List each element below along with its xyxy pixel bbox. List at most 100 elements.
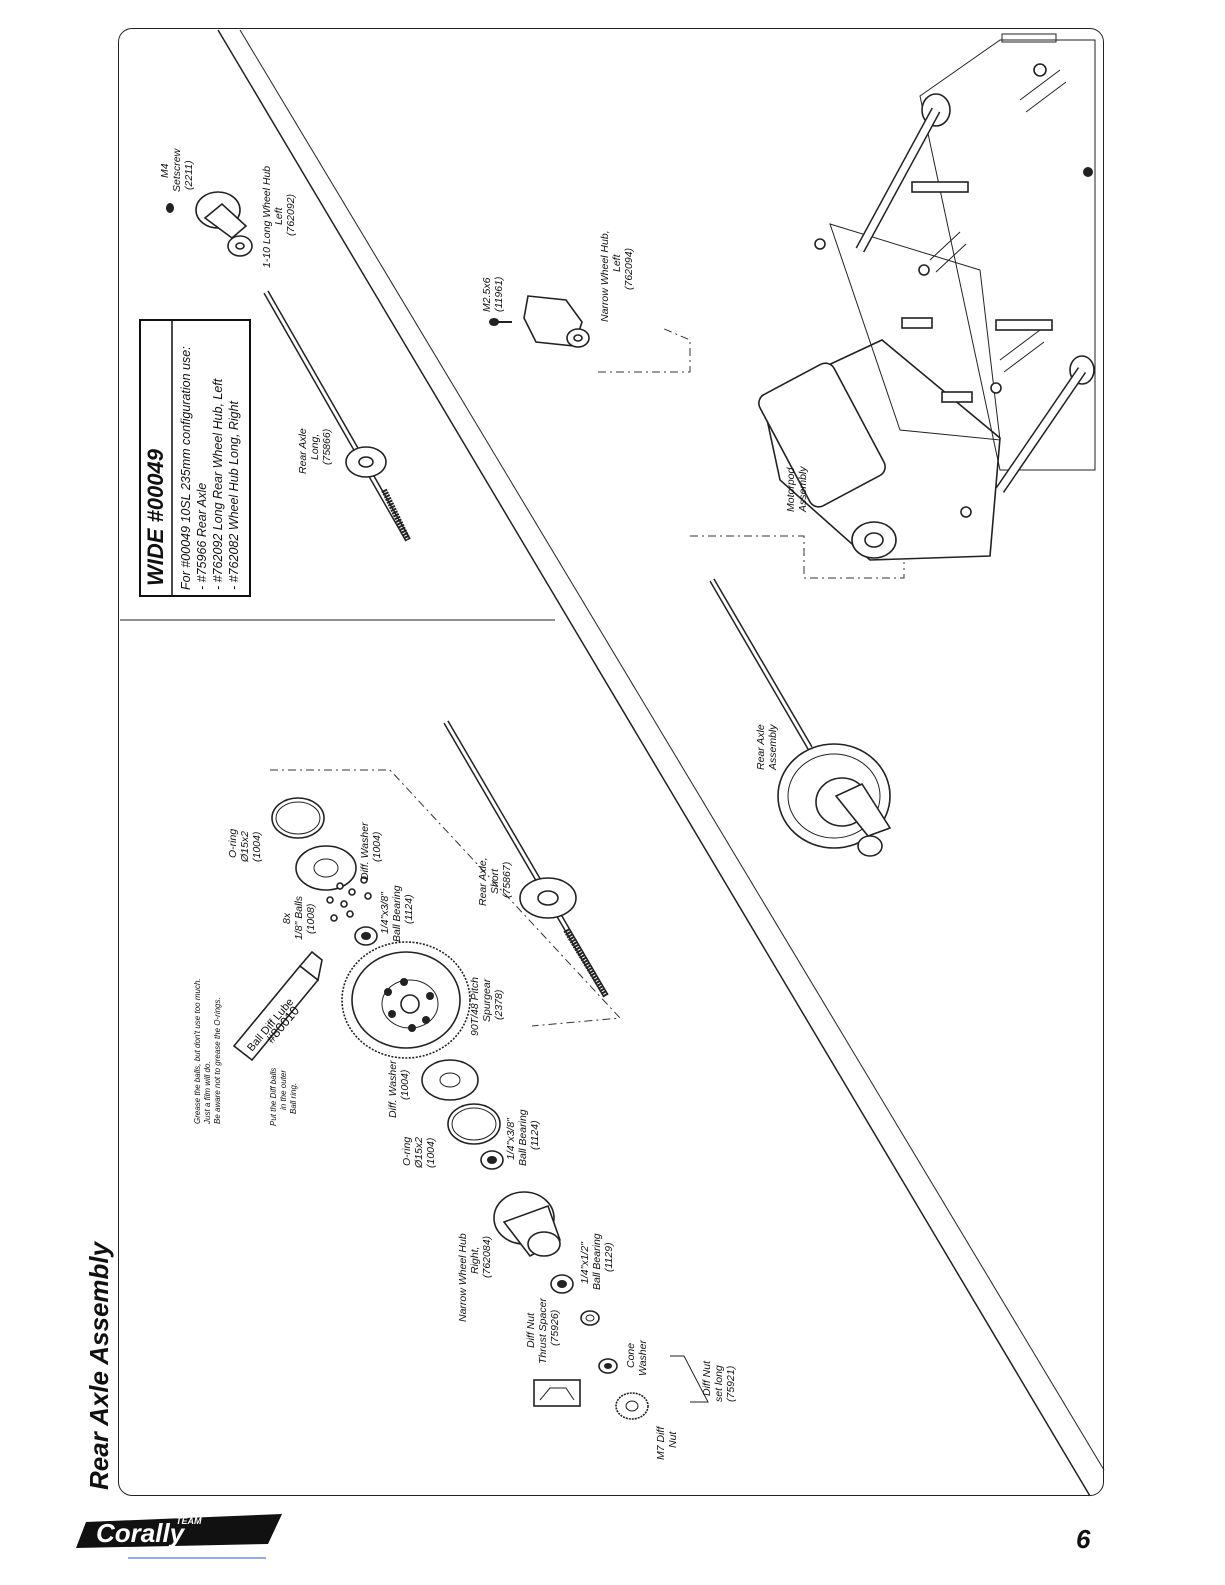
page-title: Rear Axle Assembly bbox=[84, 1240, 114, 1490]
wide-line-3: - #762092 Long Rear Wheel Hub, Left bbox=[211, 378, 225, 590]
label-washer-bottom-1: Diff. Washer bbox=[387, 1060, 399, 1118]
note-grease-3: Be aware not to grease the O-rings. bbox=[213, 997, 222, 1124]
rear-axle-short bbox=[443, 720, 609, 998]
label-balls-2: 1/8" Balls bbox=[293, 895, 305, 940]
label-m4-setscrew-1: M4 bbox=[159, 163, 171, 178]
label-spurgear-2: Spurgear bbox=[481, 978, 493, 1022]
label-oring-top-2: Ø15x2 bbox=[239, 831, 251, 863]
label-axle-long-3: (75866) bbox=[321, 429, 333, 465]
label-spurgear-1: 90T/48 Pitch bbox=[469, 977, 481, 1036]
wide-info-box: WIDE #00049 For #00049 10SL 235mm config… bbox=[139, 319, 251, 597]
label-bearing-bottom-2: Ball Bearing bbox=[591, 1233, 603, 1290]
wide-line-1: For #00049 10SL 235mm configuration use: bbox=[179, 346, 193, 590]
label-m25x6-2: (11961) bbox=[493, 277, 505, 312]
label-bearing-top-1: 1/4"x3/8" bbox=[379, 891, 391, 934]
label-diff-nut-set-3: (75921) bbox=[725, 1366, 737, 1402]
leader-narrow-hub bbox=[598, 327, 691, 373]
label-axle-long-2: Long, bbox=[309, 434, 321, 460]
label-oring-top-1: O-ring bbox=[227, 829, 239, 858]
leader-diff-nut-set bbox=[670, 1355, 709, 1403]
label-m4-setscrew-3: (2211) bbox=[183, 160, 195, 190]
label-washer-bottom-2: (1004) bbox=[399, 1070, 411, 1100]
label-bearing-bottom-1: 1/4"x1/2" bbox=[579, 1241, 591, 1284]
diff-washer-bottom bbox=[421, 1059, 479, 1101]
oring-bottom bbox=[447, 1103, 501, 1145]
label-narrow-hub-left-2: Left bbox=[611, 253, 623, 272]
label-hub-right-1: Narrow Wheel Hub bbox=[457, 1233, 469, 1322]
label-thrust-spacer-2: Thrust Spacer bbox=[537, 1298, 549, 1364]
note-grease-2: Just a film will do. bbox=[203, 1061, 212, 1125]
label-washer-top-2: (1004) bbox=[371, 832, 383, 862]
spurgear-90t bbox=[341, 941, 471, 1059]
label-bearing-mid-3: (1124) bbox=[529, 1120, 541, 1150]
label-axle-assembly-2: Assembly bbox=[767, 724, 779, 771]
wide-line-2: - #75966 Rear Axle bbox=[195, 483, 209, 590]
logo-text: Corally bbox=[96, 1518, 186, 1548]
label-cone-washer-1: Cone bbox=[625, 1343, 637, 1368]
label-balls-1: 8x bbox=[281, 912, 293, 924]
label-motorpod-1: Motorpod bbox=[785, 466, 797, 512]
m25x6-screw bbox=[489, 318, 512, 326]
cone-washer-section-symbol bbox=[533, 1379, 581, 1407]
diagonal-divider-inner bbox=[239, 29, 1105, 1471]
note-put-balls-3: Ball ring. bbox=[289, 1083, 298, 1114]
label-spurgear-3: (2378) bbox=[493, 990, 505, 1020]
label-m7-nut-1: M7 Diff bbox=[655, 1426, 667, 1460]
label-narrow-hub-left-3: (762094) bbox=[623, 248, 635, 290]
label-thrust-spacer-3: (75926) bbox=[549, 1310, 561, 1346]
narrow-wheel-hub-right bbox=[493, 1191, 561, 1258]
leader-diff-bracket bbox=[270, 769, 622, 1027]
label-washer-top-1: Diff. Washer bbox=[359, 822, 371, 880]
label-axle-short-2: Short bbox=[489, 868, 501, 894]
page-frame bbox=[118, 28, 1104, 1496]
diff-washer-top bbox=[295, 845, 357, 891]
ball-diff-lube-tube: Ball Diff Lube #80010 bbox=[232, 950, 323, 1062]
label-oring-bottom-3: (1004) bbox=[425, 1138, 437, 1168]
label-m7-nut-2: Nut bbox=[667, 1431, 679, 1448]
label-oring-bottom-1: O-ring bbox=[401, 1137, 413, 1166]
thrust-spacer bbox=[580, 1310, 600, 1326]
label-balls-3: (1008) bbox=[305, 904, 317, 934]
setscrew-m4 bbox=[166, 203, 174, 213]
m7-diff-nut bbox=[615, 1392, 649, 1420]
note-put-balls-2: in the outer bbox=[279, 1070, 288, 1110]
label-narrow-hub-left-1: Narrow Wheel Hub, bbox=[599, 230, 611, 322]
label-m4-setscrew-2: Setscrew bbox=[171, 147, 183, 192]
narrow-wheel-hub-left bbox=[523, 295, 590, 348]
corally-logo: Corally TEAM bbox=[76, 1514, 282, 1548]
oring-top bbox=[271, 797, 325, 839]
label-bearing-mid-1: 1/4"x3/8" bbox=[505, 1117, 517, 1160]
label-diff-nut-set-1: Diff Nut bbox=[701, 1360, 713, 1396]
label-motorpod-2: Assembly bbox=[797, 466, 809, 513]
label-oring-bottom-2: Ø15x2 bbox=[413, 1137, 425, 1169]
label-axle-short-1: Rear Axle, bbox=[477, 857, 489, 906]
label-long-hub-2: Left bbox=[273, 206, 285, 225]
label-m25x6-1: M2.5x6 bbox=[481, 277, 493, 312]
wide-heading: WIDE #00049 bbox=[143, 448, 168, 586]
note-grease-1: Grease the balls, but don't use too much… bbox=[193, 978, 202, 1124]
label-bearing-mid-2: Ball Bearing bbox=[517, 1109, 529, 1166]
wide-line-4: - #762082 Wheel Hub Long, Right bbox=[227, 400, 241, 590]
logo-team-text: TEAM bbox=[176, 1516, 202, 1526]
note-put-balls-1: Put the Diff balls bbox=[269, 1068, 278, 1126]
motorpod-assembly bbox=[758, 33, 1096, 561]
label-thrust-spacer-1: Diff Nut bbox=[525, 1312, 537, 1348]
label-diff-nut-set-2: set long bbox=[713, 1365, 725, 1402]
label-bearing-top-2: Ball Bearing bbox=[391, 885, 403, 942]
leader-motorpod bbox=[690, 535, 905, 579]
label-bearing-bottom-3: (1129) bbox=[603, 1242, 615, 1272]
diff-balls bbox=[326, 876, 372, 922]
label-cone-washer-2: Washer bbox=[637, 1340, 649, 1376]
label-long-hub-3: (762092) bbox=[285, 194, 297, 236]
label-long-hub-1: 1-10 Long Wheel Hub bbox=[261, 166, 273, 268]
long-wheel-hub-left bbox=[195, 191, 253, 257]
page-number: 6 bbox=[1076, 1524, 1091, 1554]
label-axle-short-3: (75867) bbox=[501, 862, 513, 898]
rear-axle-assembly bbox=[709, 578, 892, 857]
label-oring-top-3: (1004) bbox=[251, 832, 263, 862]
rear-axle-long bbox=[263, 290, 411, 542]
label-axle-assembly-1: Rear Axle bbox=[755, 724, 767, 770]
label-axle-long-1: Rear Axle bbox=[297, 428, 309, 474]
diagonal-divider bbox=[217, 29, 1091, 1497]
